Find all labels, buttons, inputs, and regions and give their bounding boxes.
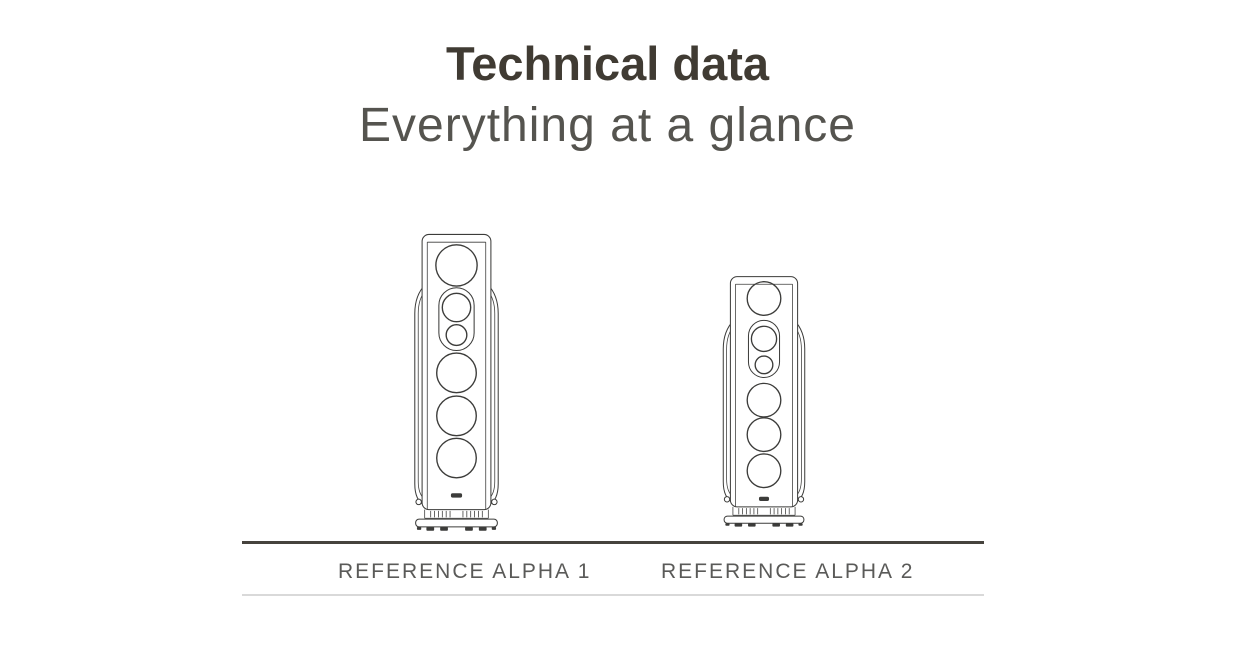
divider-light	[242, 594, 984, 596]
brand-badge	[758, 496, 770, 501]
speaker-illustration-reference-alpha-1	[414, 233, 499, 531]
product-label-reference-alpha-2: REFERENCE ALPHA 2	[661, 560, 915, 583]
page-subtitle: Everything at a glance	[359, 99, 856, 152]
product-label-reference-alpha-1: REFERENCE ALPHA 1	[338, 560, 592, 583]
page-title: Technical data	[445, 37, 769, 90]
brand-badge	[450, 493, 463, 498]
divider-dark	[242, 541, 984, 544]
speaker-illustration-reference-alpha-2	[722, 276, 806, 527]
